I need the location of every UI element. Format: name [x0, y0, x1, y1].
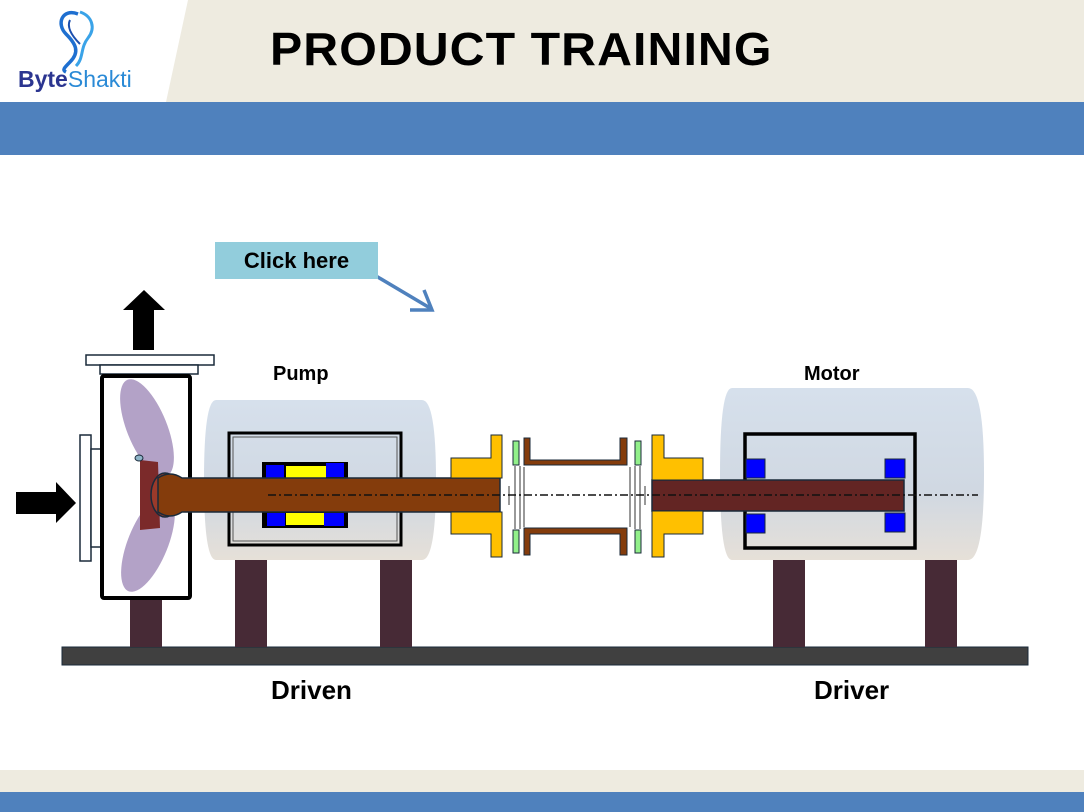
coupling-hub-pump-side — [450, 434, 503, 558]
pump-bearing-blue — [326, 463, 344, 477]
pump-label: Pump — [273, 363, 329, 385]
pump-bearing-blue — [324, 513, 344, 526]
footer-cream-band — [0, 770, 1084, 792]
outlet-flange-inner — [99, 364, 199, 375]
motor-bearing-blue — [884, 512, 906, 533]
pump-bearing-top-yellow — [286, 466, 326, 480]
click-here-button[interactable]: Click here — [215, 242, 378, 279]
spacer-bottom — [523, 527, 628, 556]
callout-arrow-icon — [375, 274, 435, 312]
impeller-hub — [140, 460, 160, 530]
pump-bearing-blue — [267, 513, 285, 526]
coupling-pad — [634, 529, 642, 554]
coupling-pad — [512, 529, 520, 554]
impeller-housing-foot — [130, 600, 162, 647]
header-logo-panel — [0, 0, 188, 102]
base-plate — [61, 646, 1029, 666]
driver-label: Driver — [814, 675, 890, 705]
motor-label: Motor — [804, 363, 860, 385]
brand-logo-text: ByteShakti — [18, 66, 132, 93]
impeller-bolt — [134, 454, 144, 462]
inlet-arrow-icon — [16, 482, 76, 523]
coupling-disk-pack — [508, 466, 646, 529]
coupling-hub-motor-side — [651, 434, 704, 558]
page-title: PRODUCT TRAINING — [270, 23, 773, 75]
footer-blue-band — [0, 792, 1084, 812]
outlet-flange — [85, 354, 215, 366]
coupling-pad — [512, 440, 520, 466]
logo-panel-shape — [0, 0, 188, 102]
motor-foot-right — [925, 560, 957, 647]
motor-body — [720, 388, 984, 560]
motor-bearing-blue — [884, 458, 906, 479]
impeller-blade-top — [120, 379, 174, 477]
inlet-flange — [79, 434, 92, 562]
motor-bearing-blue — [745, 513, 766, 534]
byteshakti-logo-icon — [59, 10, 94, 74]
impeller-blade-bottom — [121, 494, 175, 592]
motor-bearing-blue — [745, 458, 766, 479]
header-blue-band — [0, 102, 1084, 155]
coupling-pad — [634, 440, 642, 466]
pump-bearing-bottom-yellow — [286, 513, 324, 525]
brand-part2: Shakti — [67, 66, 132, 92]
pump-foot-left — [235, 560, 267, 647]
pump-bearing-blue — [266, 465, 284, 478]
outlet-arrow-icon — [123, 290, 165, 350]
inlet-flange-inner — [90, 448, 102, 548]
spacer-top — [523, 437, 628, 466]
pump-foot-right — [380, 560, 412, 647]
motor-foot-left — [773, 560, 805, 647]
brand-part1: Byte — [18, 66, 68, 92]
driven-label: Driven — [271, 675, 352, 705]
